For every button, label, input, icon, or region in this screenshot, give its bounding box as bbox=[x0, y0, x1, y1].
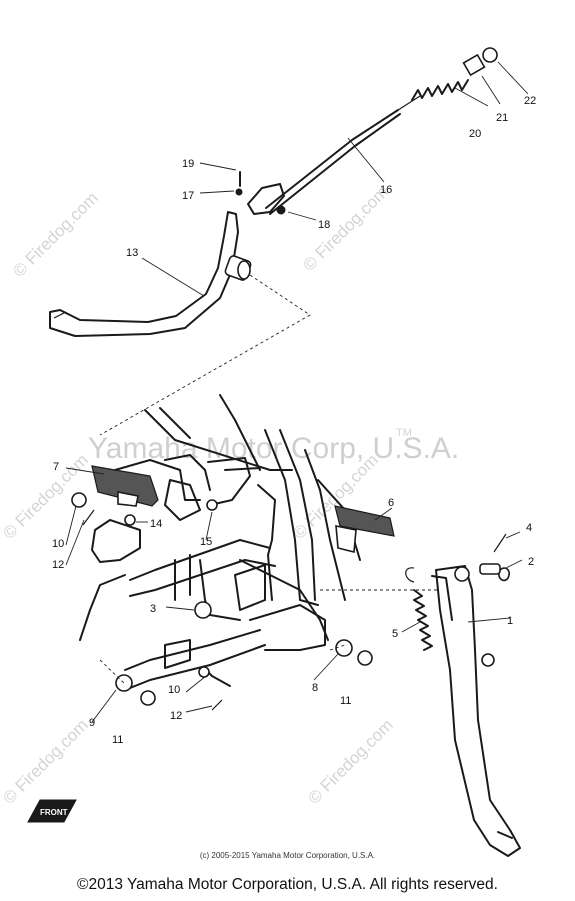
washer-14 bbox=[124, 514, 136, 526]
nut-9 bbox=[115, 674, 133, 692]
cotter-12b bbox=[211, 699, 223, 711]
footrest-left bbox=[91, 465, 159, 507]
footer-copyright: ©2013 Yamaha Motor Corporation, U.S.A. A… bbox=[77, 876, 498, 893]
callout-22: 22 bbox=[524, 95, 536, 107]
brake-pedal bbox=[49, 211, 252, 337]
callout-7: 7 bbox=[53, 461, 59, 473]
callout-17: 17 bbox=[182, 190, 194, 202]
callout-8: 8 bbox=[312, 682, 318, 694]
callout-6: 6 bbox=[388, 497, 394, 509]
adjuster-nut bbox=[462, 53, 486, 77]
footrest-right bbox=[334, 505, 395, 554]
front-marker: FRONT bbox=[27, 799, 77, 823]
stand-spring bbox=[413, 589, 433, 651]
callout-21: 21 bbox=[496, 112, 508, 124]
connection-line-pedal bbox=[99, 274, 311, 436]
callout-11a: 11 bbox=[112, 734, 123, 746]
watermark-lower-right: © Firedog.com bbox=[304, 715, 396, 807]
callouts: 1 2 3 4 5 6 7 8 9 10 11 12 13 14 15 16 1… bbox=[52, 95, 536, 746]
watermark-left: © Firedog.com bbox=[9, 188, 101, 280]
leader-lines bbox=[65, 61, 529, 723]
rod-clevis bbox=[247, 183, 285, 215]
watermark-lower-left: © Firedog.com bbox=[0, 715, 92, 807]
callout-13: 13 bbox=[126, 247, 138, 259]
washer-11a bbox=[140, 690, 156, 706]
washer-15 bbox=[206, 499, 218, 511]
callout-10b: 10 bbox=[168, 684, 180, 696]
wing-nut bbox=[482, 47, 498, 63]
callout-12a: 12 bbox=[52, 559, 64, 571]
spring-8 bbox=[335, 639, 353, 657]
footrest-pin-10a bbox=[71, 492, 87, 508]
callout-14: 14 bbox=[150, 518, 162, 530]
callout-3: 3 bbox=[150, 603, 156, 615]
callout-12b: 12 bbox=[170, 710, 182, 722]
side-stand bbox=[431, 533, 521, 857]
watermark-tm: TM bbox=[396, 427, 412, 439]
callout-20: 20 bbox=[469, 128, 481, 140]
front-label: FRONT bbox=[40, 808, 68, 817]
washer-11b bbox=[357, 650, 373, 666]
callout-19: 19 bbox=[182, 158, 194, 170]
brake-rod-assembly bbox=[235, 47, 498, 215]
diagram-copyright: (c) 2005-2015 Yamaha Motor Corporation, … bbox=[199, 851, 376, 860]
brake-rod bbox=[265, 109, 401, 215]
callout-10a: 10 bbox=[52, 538, 64, 550]
callout-1: 1 bbox=[507, 615, 513, 627]
watermark-upper-right: © Firedog.com bbox=[299, 182, 391, 274]
callout-16: 16 bbox=[380, 184, 392, 196]
nut-3 bbox=[194, 601, 212, 619]
callout-11b: 11 bbox=[340, 695, 351, 707]
callout-9: 9 bbox=[89, 717, 95, 729]
callout-2: 2 bbox=[528, 556, 534, 568]
brake-spring bbox=[411, 79, 469, 101]
callout-4: 4 bbox=[526, 522, 532, 534]
callout-15: 15 bbox=[200, 536, 212, 548]
clevis-washer bbox=[276, 205, 286, 215]
callout-5: 5 bbox=[392, 628, 398, 640]
callout-18: 18 bbox=[318, 219, 330, 231]
cotter-pin bbox=[235, 188, 243, 196]
